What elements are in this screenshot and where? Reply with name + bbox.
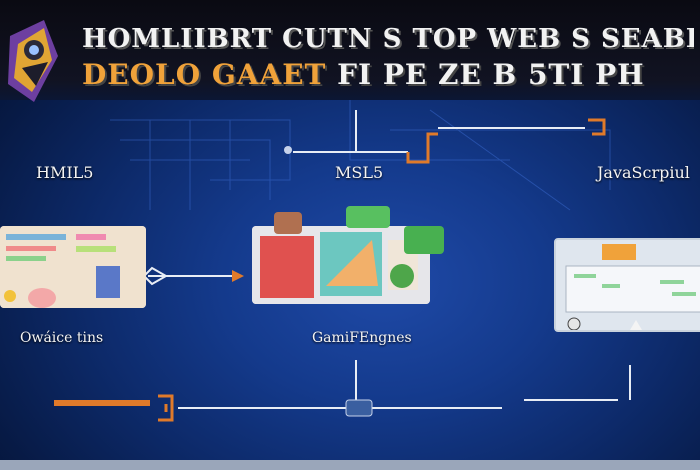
- ui-kit-icon: [0, 226, 146, 308]
- title-rest-text: FI PE ZE B 5TI PH: [326, 58, 645, 91]
- character-avatar: [274, 212, 302, 234]
- logo-icon: [8, 20, 58, 102]
- node-label-msl5: MSL5: [335, 163, 384, 182]
- node-label-graphics: Owáice tins: [20, 330, 104, 346]
- browser-window-icon: [556, 240, 700, 330]
- bottom-border: [0, 460, 700, 470]
- node-label-game-engines: GamiFEngnes: [312, 330, 412, 346]
- browser-window-illustration: [554, 238, 700, 332]
- page-title-line-2: DEOLO GAAET FI PE ZE B 5TI PH: [82, 58, 694, 98]
- game-engine-illustration: [252, 226, 430, 304]
- page-title-line-1: HOMLIIBRT CUTN S TOP WEB S SEABF: [82, 24, 694, 54]
- arrow-up-icon: [630, 320, 642, 330]
- tree-block-right: [404, 226, 444, 254]
- tree-block: [346, 206, 390, 228]
- circuit-grid-decoration: [110, 100, 611, 211]
- ui-kit-illustration: [0, 226, 146, 308]
- title-banner: [0, 0, 700, 100]
- node-label-html5: HMIL5: [36, 163, 94, 182]
- game-engine-icon: [252, 226, 430, 304]
- title-accent-text: DEOLO GAAET: [82, 58, 327, 91]
- node-label-javascript: JavaScrpiul: [597, 163, 690, 182]
